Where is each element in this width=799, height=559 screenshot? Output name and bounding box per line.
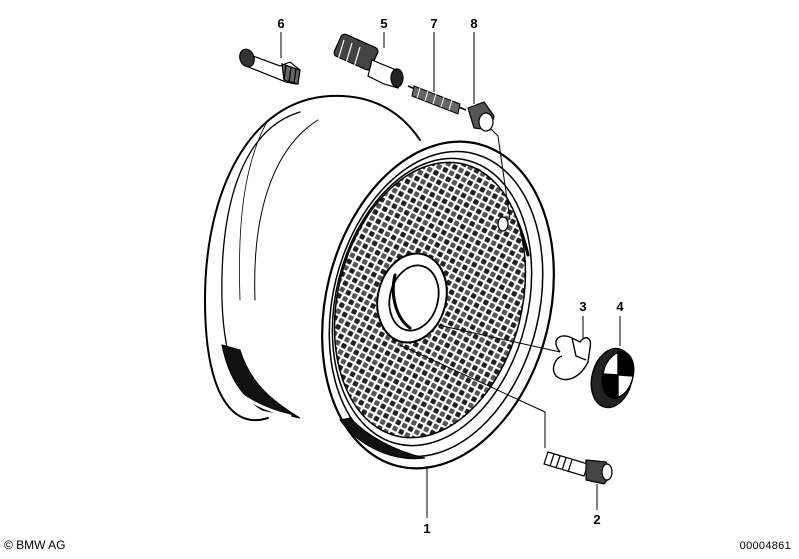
rim-barrel-back — [203, 95, 331, 421]
retaining-clip-part-3 — [552, 335, 592, 381]
wheel-rim — [203, 94, 555, 470]
valve-cap-part-8 — [467, 101, 495, 132]
callout-1: 1 — [423, 521, 430, 536]
rim-seat — [331, 157, 533, 447]
callout-7: 7 — [430, 16, 437, 31]
rim-face-edge — [333, 161, 527, 439]
copyright-notice: © BMW AG — [4, 538, 66, 552]
valve-core-part-7 — [407, 85, 467, 115]
rim-barrel-shadow — [221, 344, 301, 419]
callout-5: 5 — [380, 16, 387, 31]
callout-numbers: 1 2 3 4 5 6 7 8 — [277, 16, 624, 536]
callout-6: 6 — [277, 16, 284, 31]
wheel-bolt-part-2 — [543, 451, 613, 485]
rim-barrel-top — [329, 94, 421, 141]
callout-8: 8 — [470, 16, 477, 31]
callout-2: 2 — [593, 512, 600, 527]
callout-4: 4 — [616, 299, 624, 314]
leader-lines — [280, 32, 621, 518]
center-cap-part-4 — [590, 347, 635, 409]
callout-3: 3 — [579, 299, 586, 314]
image-number: 00004861 — [739, 540, 791, 552]
valve-insert-part-5 — [333, 33, 404, 89]
hub-bore — [388, 264, 440, 332]
valve-stem-part-6 — [239, 48, 301, 85]
